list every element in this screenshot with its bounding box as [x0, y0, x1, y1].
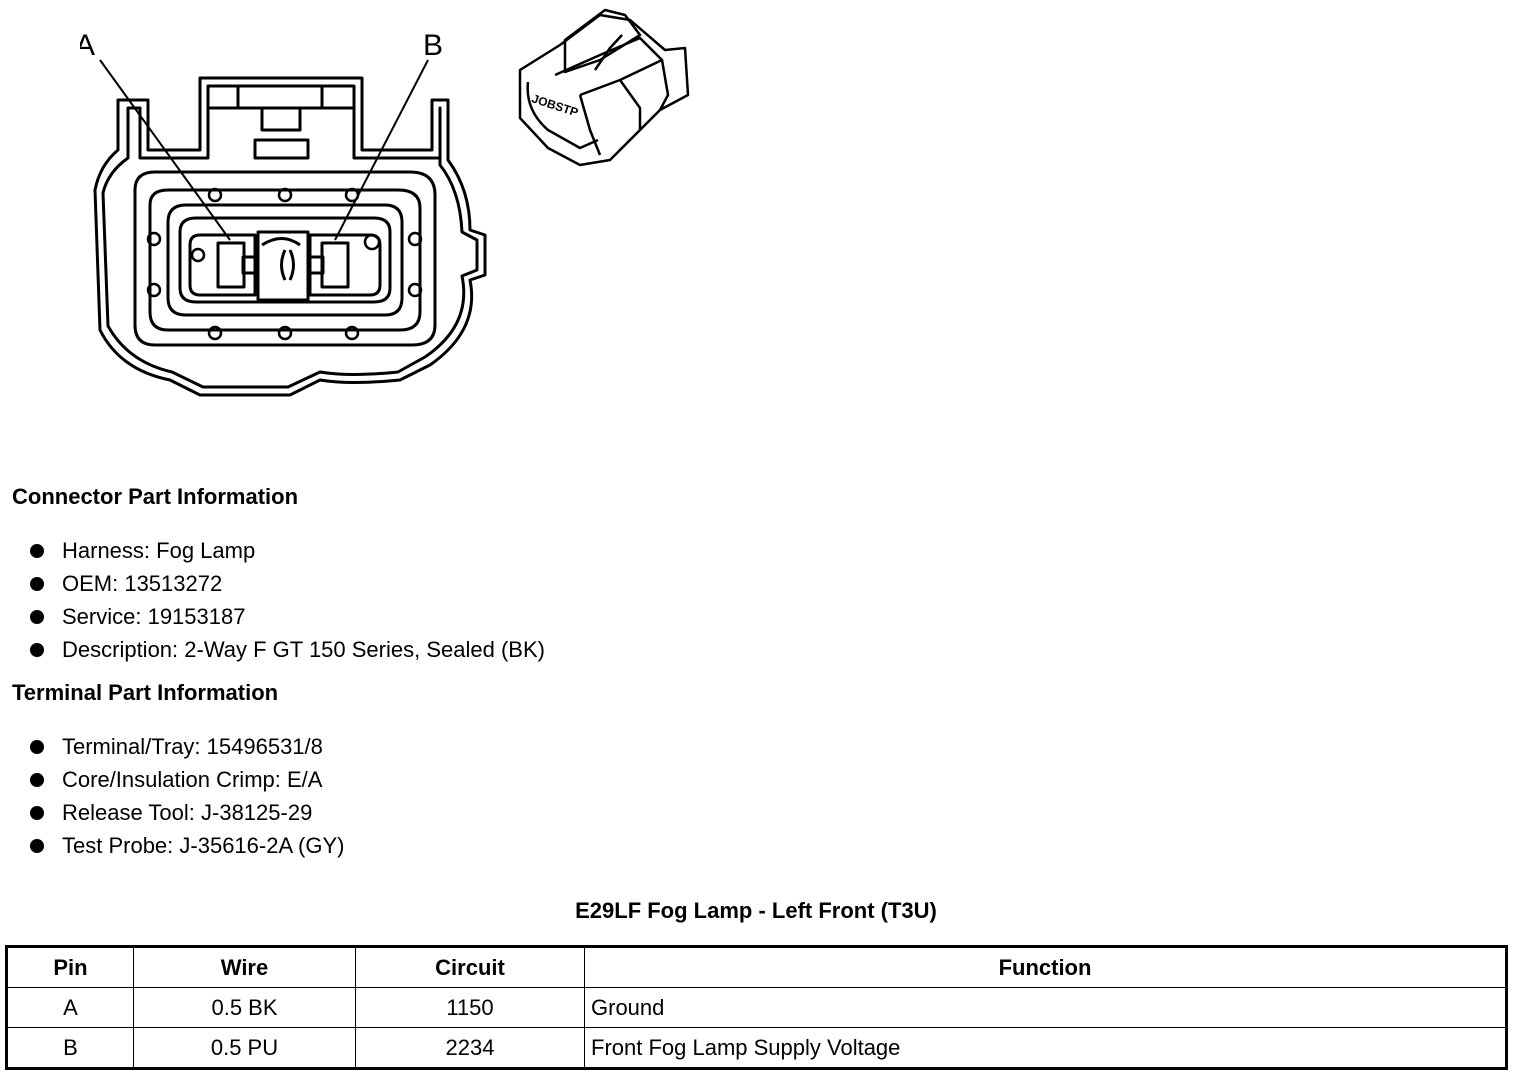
list-item: OEM: 13513272 — [28, 567, 545, 600]
list-item: Service: 19153187 — [28, 600, 545, 633]
cell-wire: 0.5 PU — [133, 1027, 356, 1069]
table-row: B 0.5 PU 2234 Front Fog Lamp Supply Volt… — [6, 1027, 1507, 1069]
connector-isometric-diagram: JOBSTP — [518, 8, 690, 167]
cell-function: Front Fog Lamp Supply Voltage — [584, 1027, 1507, 1069]
table-title: E29LF Fog Lamp - Left Front (T3U) — [575, 898, 937, 923]
connector-face-diagram: A B — [80, 29, 487, 397]
bullet-icon — [30, 577, 44, 591]
pin-a-label: A — [80, 29, 95, 62]
column-header-circuit: Circuit — [355, 946, 585, 988]
bullet-icon — [30, 773, 44, 787]
list-item: Description: 2-Way F GT 150 Series, Seal… — [28, 633, 545, 666]
cell-pin: B — [6, 1027, 134, 1069]
terminal-part-info-list: Terminal/Tray: 15496531/8 Core/Insulatio… — [28, 730, 344, 862]
column-header-wire: Wire — [133, 946, 356, 988]
bullet-icon — [30, 610, 44, 624]
list-item: Terminal/Tray: 15496531/8 — [28, 730, 344, 763]
connector-part-info-heading: Connector Part Information — [12, 484, 299, 509]
pin-a-leader-line — [99, 59, 231, 241]
terminal-part-info-heading: Terminal Part Information — [12, 680, 279, 705]
pin-b-label: B — [423, 29, 443, 62]
connector-part-info-list: Harness: Fog Lamp OEM: 13513272 Service:… — [28, 534, 545, 666]
cell-function: Ground — [584, 987, 1507, 1028]
list-item: Release Tool: J-38125-29 — [28, 796, 344, 829]
list-item: Test Probe: J-35616-2A (GY) — [28, 829, 344, 862]
bullet-icon — [30, 740, 44, 754]
bullet-icon — [30, 806, 44, 820]
bullet-icon — [30, 643, 44, 657]
list-item: Harness: Fog Lamp — [28, 534, 545, 567]
connector-marking: JOBSTP — [530, 91, 580, 119]
bullet-icon — [30, 839, 44, 853]
pinout-table: Pin Wire Circuit Function A 0.5 BK 1150 … — [5, 945, 1508, 1070]
table-header-row: Pin Wire Circuit Function — [6, 946, 1507, 988]
cell-circuit: 2234 — [355, 1027, 585, 1069]
pin-b-leader-line — [334, 59, 429, 241]
table-row: A 0.5 BK 1150 Ground — [6, 987, 1507, 1028]
cell-circuit: 1150 — [355, 987, 585, 1028]
list-item: Core/Insulation Crimp: E/A — [28, 763, 344, 796]
column-header-function: Function — [584, 946, 1507, 988]
cell-pin: A — [6, 987, 134, 1028]
column-header-pin: Pin — [6, 946, 134, 988]
cell-wire: 0.5 BK — [133, 987, 356, 1028]
bullet-icon — [30, 544, 44, 558]
